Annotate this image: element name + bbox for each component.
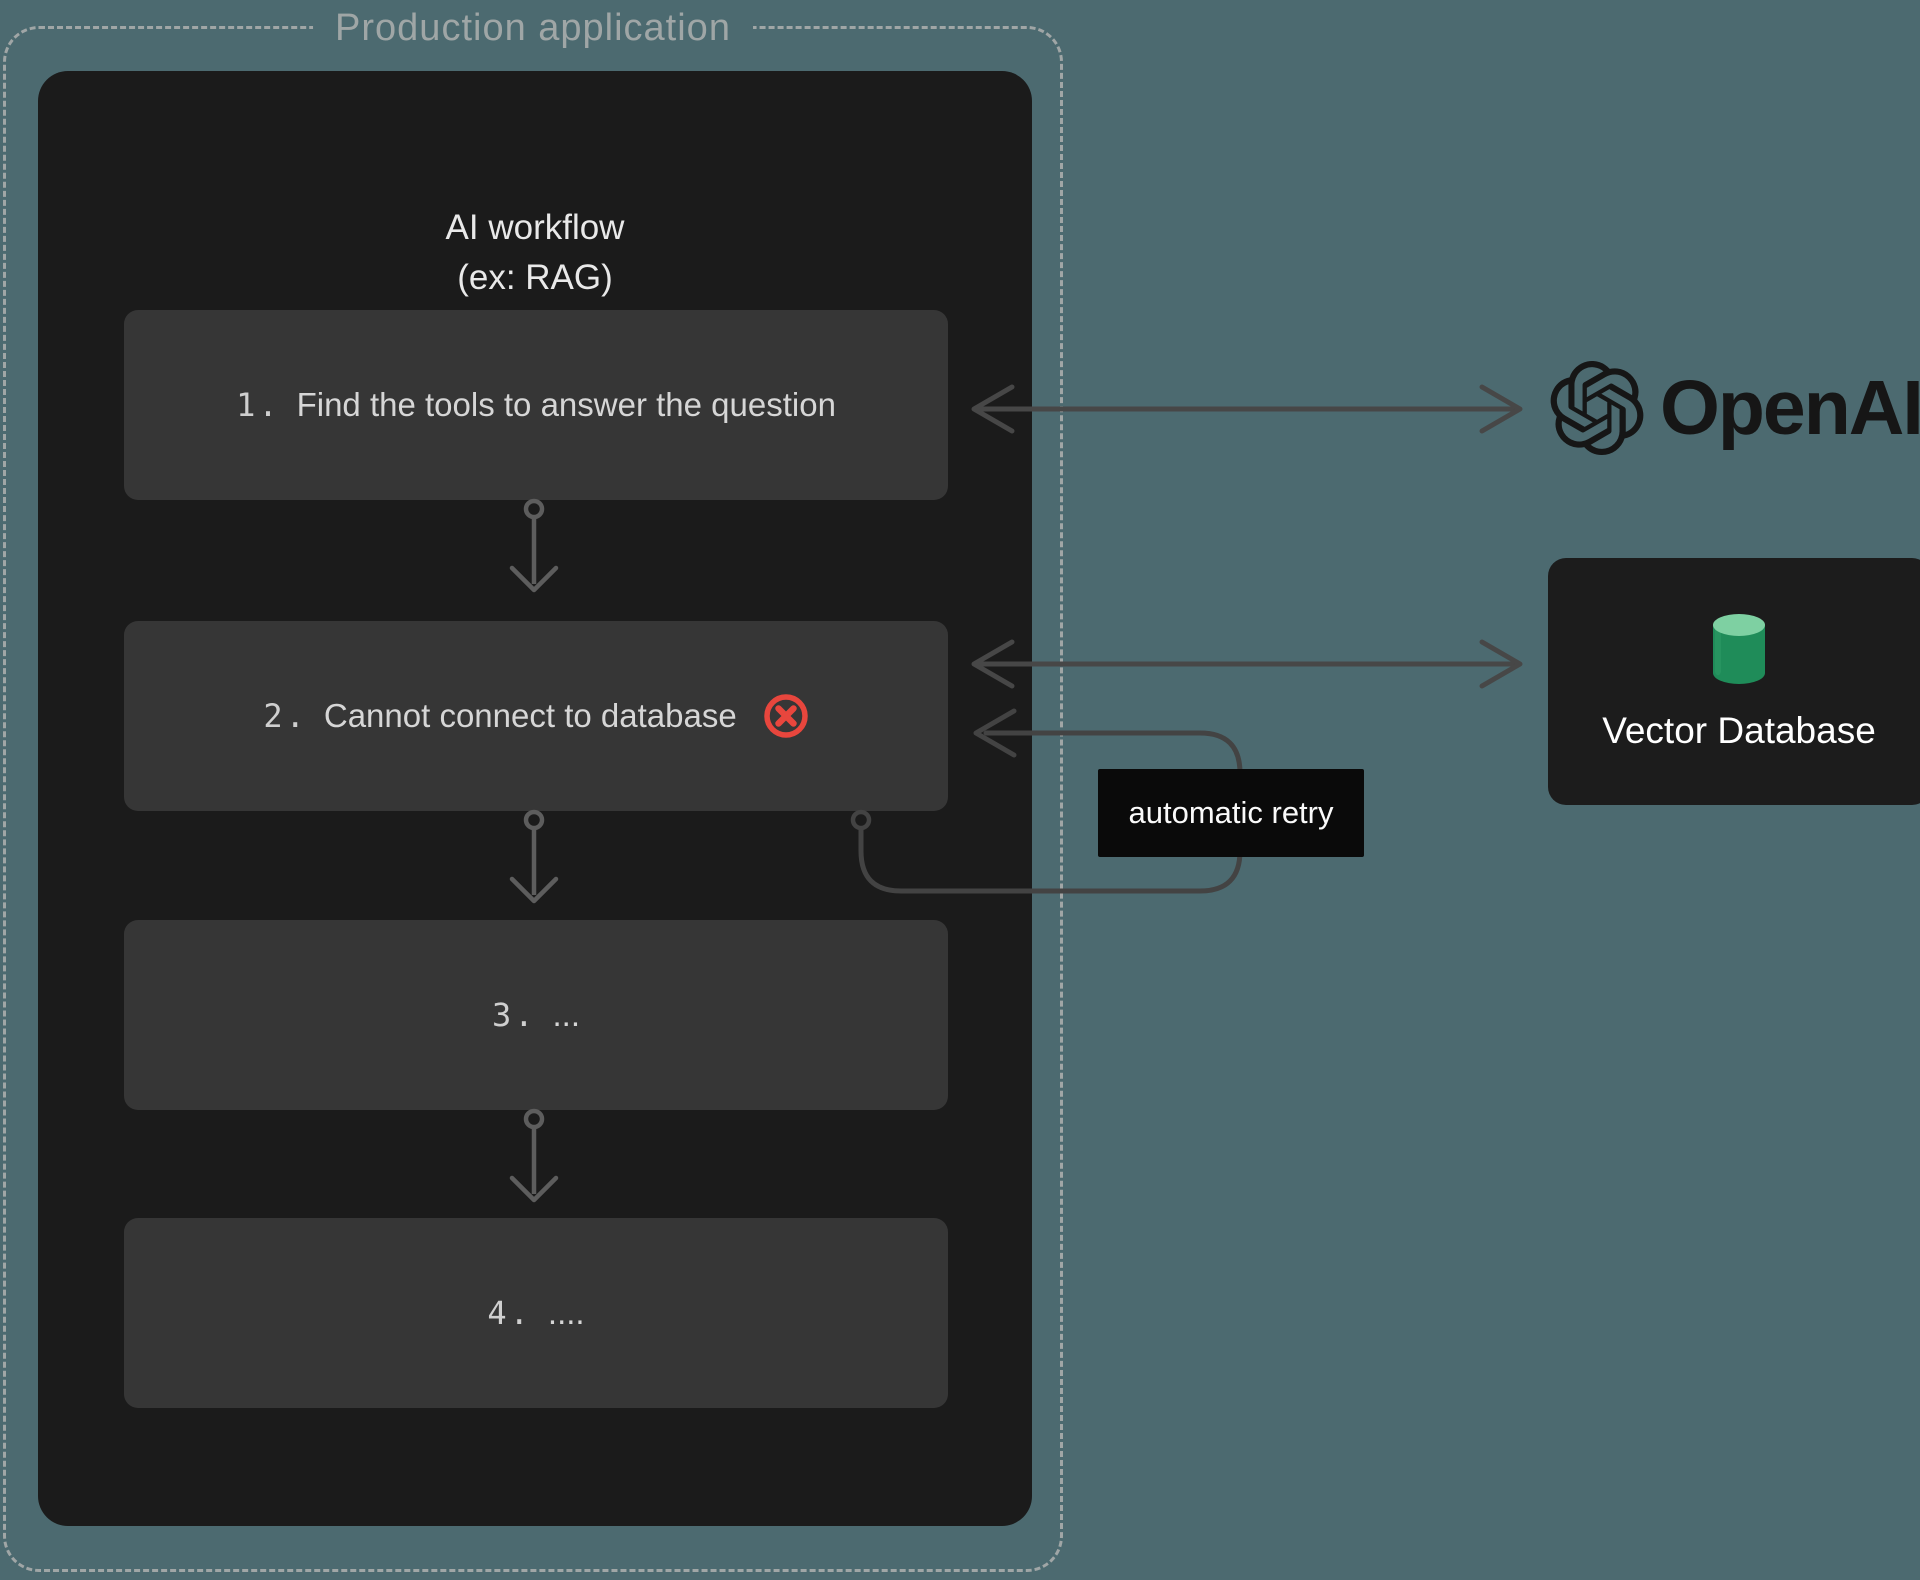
ai-workflow-title-line2: (ex: RAG) [457,258,613,297]
step-2-text: Cannot connect to database [323,697,737,734]
database-cylinder-icon [1713,613,1765,684]
vector-database-card: Vector Database [1548,558,1920,805]
workflow-step-1: 1. Find the tools to answer the question [124,310,948,500]
workflow-step-4: 4. .... [124,1218,948,1408]
step-1-number: 1. [236,386,281,424]
step-1-text: Find the tools to answer the question [296,386,836,423]
ai-workflow-title-line1: AI workflow [445,208,625,247]
vector-database-label: Vector Database [1602,709,1876,751]
ai-workflow-title: AI workflow (ex: RAG) [38,203,1032,303]
openai-logo: OpenAI [1550,358,1920,458]
workflow-step-2: 2. Cannot connect to database [124,621,948,811]
automatic-retry-label: automatic retry [1098,769,1364,857]
production-application-label: Production application [313,3,753,53]
workflow-step-3: 3. ... [124,920,948,1110]
step-2-number: 2. [263,697,308,735]
openai-flower-icon [1550,361,1644,455]
step-4-number: 4. [487,1294,532,1332]
openai-wordmark: OpenAI [1660,365,1920,451]
error-x-icon [763,694,808,738]
step-3-text: ... [552,996,581,1033]
automatic-retry-text: automatic retry [1128,795,1334,830]
step-3-number: 3. [491,996,537,1034]
step-4-text: .... [547,1294,585,1331]
ai-workflow-panel: AI workflow (ex: RAG) 1. Find the tools … [38,71,1032,1526]
